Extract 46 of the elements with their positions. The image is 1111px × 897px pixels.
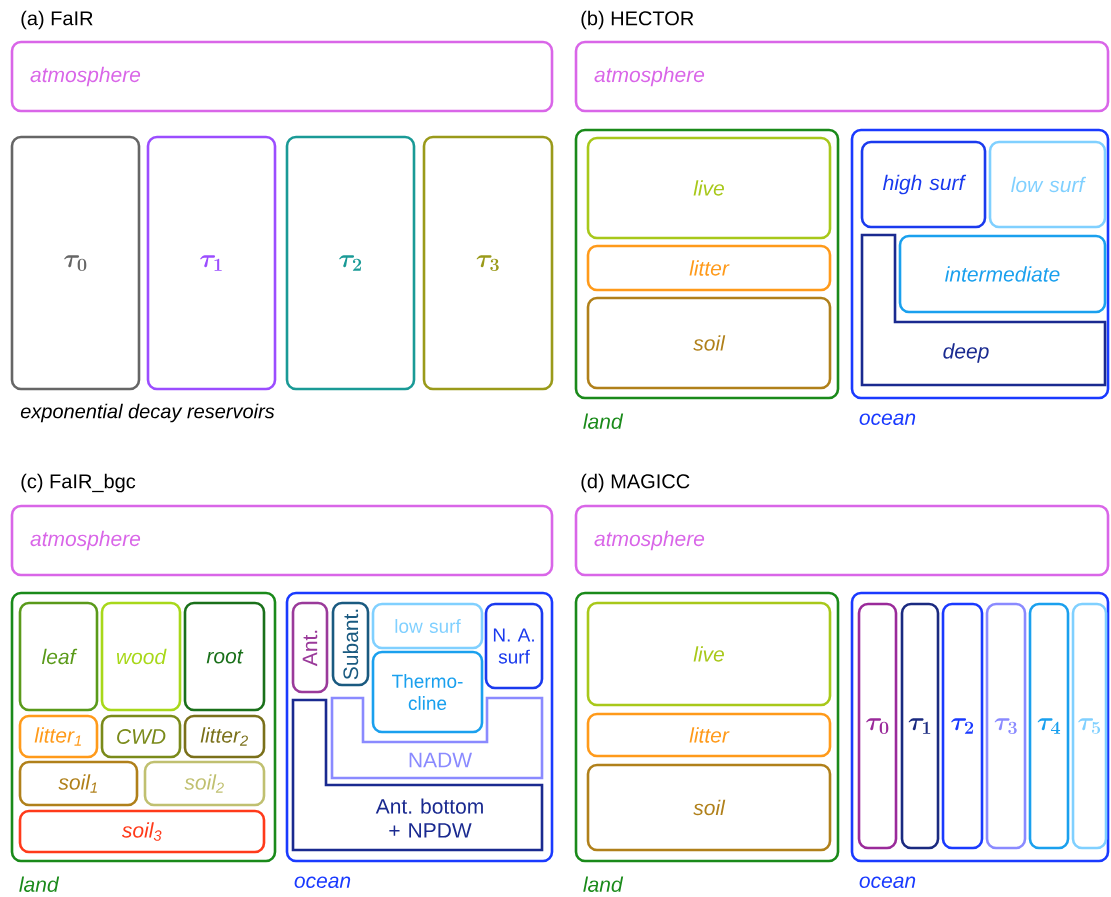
node-label: land — [19, 876, 60, 892]
reservoir-box: N. A. surf — [484, 602, 544, 690]
reservoir-box: soil — [586, 763, 832, 852]
reservoir-box: Ant. — [291, 601, 329, 694]
reservoir-box: $\tau_{1}$ — [146, 135, 277, 391]
reservoir-box: $\tau_{2}$ — [941, 602, 984, 850]
reservoir-box: $\tau_{5}$ — [1071, 602, 1108, 850]
reservoir-box: soil$_{3}$ — [18, 809, 266, 854]
atmosphere-box: atmosphere — [10, 40, 554, 113]
reservoir-box: Thermo- cline — [371, 650, 484, 734]
reservoir-box: litter$_{2}$ — [183, 714, 266, 759]
reservoir-box: litter$_{1}$ — [18, 714, 99, 759]
reservoir-box: wood — [100, 601, 182, 712]
node-label: land — [583, 413, 624, 429]
node-label: land — [583, 876, 624, 892]
node-label: ocean — [294, 876, 351, 889]
panel-title: (b) HECTOR — [581, 10, 694, 30]
reservoir-box: soil — [586, 296, 832, 390]
atmosphere-box: atmosphere — [10, 504, 554, 577]
atmosphere-box: atmosphere — [574, 40, 1110, 113]
reservoir-box: $\tau_{3}$ — [422, 135, 554, 391]
reservoir-box: root — [183, 601, 266, 712]
reservoir-box: soil$_{2}$ — [143, 760, 266, 807]
reservoir-box: litter — [586, 244, 832, 292]
reservoir-box: high surf — [860, 140, 987, 229]
reservoir-box: Subant. — [331, 601, 370, 687]
reservoir-box: soil$_{1}$ — [18, 760, 139, 807]
caption-text: exponential decay reservoirs — [20, 403, 275, 423]
node-label: ocean — [859, 876, 916, 889]
node-label: ocean — [859, 413, 916, 426]
atmosphere-box: atmosphere — [574, 504, 1110, 577]
reservoir-box: low surf — [988, 140, 1107, 229]
reservoir-box: live — [586, 601, 832, 707]
reservoir-box: CWD — [100, 714, 182, 759]
reservoir-box: $\tau_{0}$ — [10, 135, 141, 391]
reservoir-box: $\tau_{1}$ — [900, 602, 940, 850]
reservoir-box: $\tau_{0}$ — [857, 602, 898, 850]
reservoir-box: $\tau_{4}$ — [1028, 602, 1070, 850]
reservoir-box: low surf — [371, 602, 484, 650]
reservoir-box: $\tau_{2}$ — [285, 135, 416, 391]
reservoir-box: intermediate — [898, 234, 1107, 314]
reservoir-box: $\tau_{3}$ — [985, 602, 1027, 850]
reservoir-box: live — [586, 136, 832, 240]
reservoir-box: leaf — [18, 601, 99, 712]
reservoir-box: litter — [586, 712, 832, 758]
panel-title: (d) MAGICC — [581, 473, 690, 493]
